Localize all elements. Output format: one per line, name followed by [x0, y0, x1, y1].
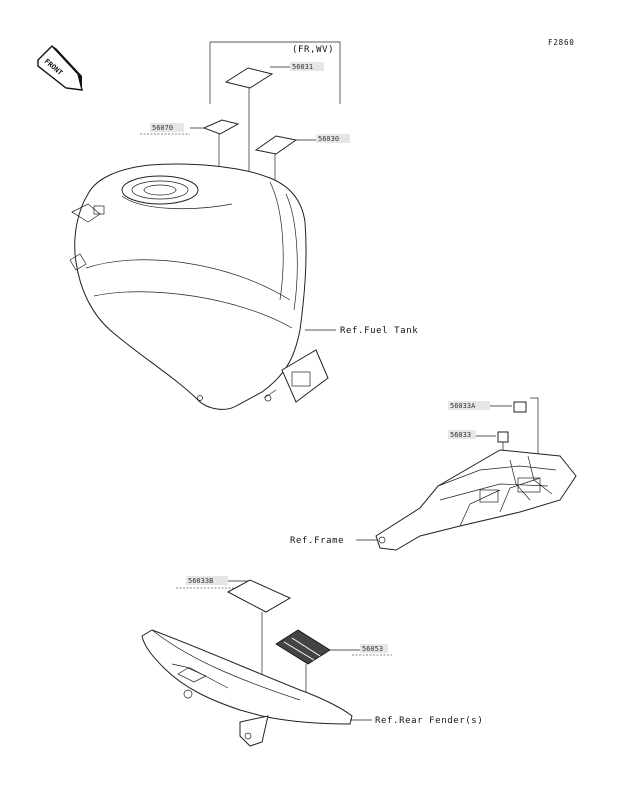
ref-fuel-tank: Ref.Fuel Tank [340, 326, 418, 336]
decal-56033b [226, 579, 292, 613]
figure-code: F2860 [548, 38, 575, 47]
decal-56033a [513, 401, 527, 413]
decal-56070 [202, 119, 240, 135]
part-number: 56033B [188, 577, 213, 585]
front-arrow-icon: FRONT [37, 44, 83, 91]
part-number: 56030 [318, 135, 339, 143]
ref-frame: Ref.Frame [290, 536, 344, 546]
frame [356, 449, 577, 551]
part-56031[interactable]: 56031 [224, 62, 324, 238]
decal-56033 [497, 431, 509, 443]
fuel-tank [69, 163, 336, 410]
decal-56053 [275, 629, 331, 665]
part-56033a[interactable]: 56033A [448, 397, 539, 470]
ref-rear-fender: Ref.Rear Fender(s) [375, 716, 483, 726]
part-number: 56031 [292, 63, 313, 71]
variant-note: (FR,WV) [292, 45, 334, 55]
part-number: 56033 [450, 431, 471, 439]
part-56033b[interactable]: 56033B [176, 576, 292, 680]
decal-56031 [224, 67, 274, 89]
rear-fender [141, 629, 372, 747]
variant-bracket: (FR,WV) [209, 41, 341, 104]
decal-56030 [254, 135, 298, 155]
part-56053[interactable]: 56053 [275, 629, 392, 700]
part-number: 56070 [152, 124, 173, 132]
part-number: 56053 [362, 645, 383, 653]
part-number: 56033A [450, 402, 476, 410]
